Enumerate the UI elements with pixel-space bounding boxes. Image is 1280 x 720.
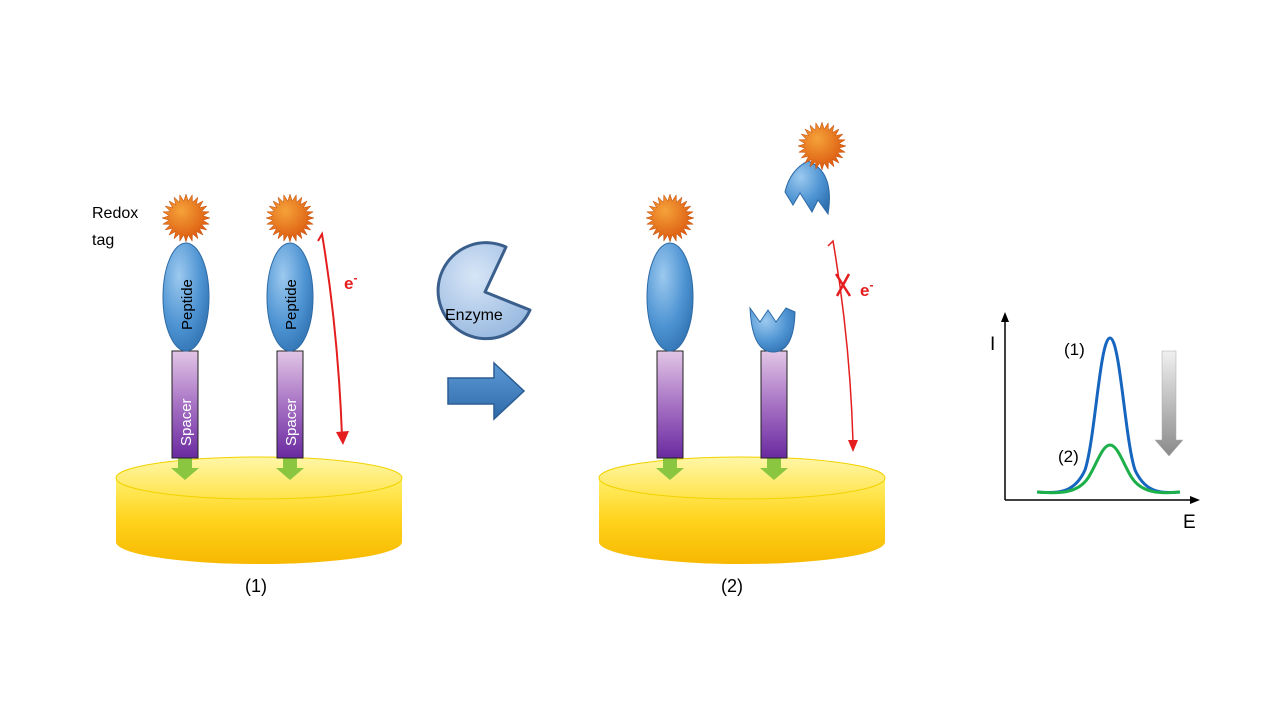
green-down-arrow [760,458,788,480]
redox-tag-icon [797,121,847,171]
enzyme-label: Enzyme [445,307,503,324]
electron-label-2: e- [860,278,873,300]
probe-2b [749,306,796,480]
spacer-label: Spacer [178,398,195,446]
panel-1-label: (1) [245,576,267,596]
probe-1b: Spacer Peptide [265,193,315,480]
panel-2-label: (2) [721,576,743,596]
curve-1-label: (1) [1064,340,1085,359]
y-axis-label: I [990,334,995,355]
redox-tag-icon [645,193,695,243]
voltammogram: I E (1) (2) [990,312,1200,533]
peptide-label: Peptide [283,279,300,330]
panel-1: Spacer Peptide Spacer Peptide e- Redox t… [92,193,403,596]
spacer-block [760,350,788,459]
spacer-block [171,350,199,459]
redox-tag-icon [161,193,211,243]
spacer-block [276,350,304,459]
process-arrow-icon [447,361,526,421]
cleaved-peptide-fragment [749,306,796,353]
spacer-label: Spacer [283,398,300,446]
peptide-ellipse [162,242,210,352]
enzyme: Enzyme [436,241,532,341]
probe-2a [645,193,695,480]
gold-electrode-2 [598,456,886,564]
redox-tag-label-2: tag [92,232,114,249]
redox-tag-icon [265,193,315,243]
blocked-x-icon [834,273,852,297]
x-axis-label: E [1183,512,1196,533]
peptide-label: Peptide [179,279,196,330]
electron-transfer-arrow [317,231,349,445]
blocked-electron-arrow [827,239,858,452]
decrease-arrow-icon [1154,350,1184,457]
spacer-block [656,350,684,459]
gold-electrode-1 [115,456,403,564]
curve-2-label: (2) [1058,447,1079,466]
electron-label: e- [344,271,357,293]
peptide-ellipse [266,242,314,352]
curve-1 [1036,336,1181,495]
enzyme-pacman-icon [436,241,532,341]
peptide-ellipse [646,242,694,352]
panel-2: e- (2) [598,121,886,596]
released-tag-fragment [784,121,847,216]
curve-2 [1036,443,1181,495]
green-down-arrow [171,458,199,480]
cleaved-peptide-fragment-top [784,160,830,216]
probe-1a: Spacer Peptide [161,193,211,480]
redox-tag-label: Redox [92,205,138,222]
green-down-arrow [656,458,684,480]
green-down-arrow [276,458,304,480]
